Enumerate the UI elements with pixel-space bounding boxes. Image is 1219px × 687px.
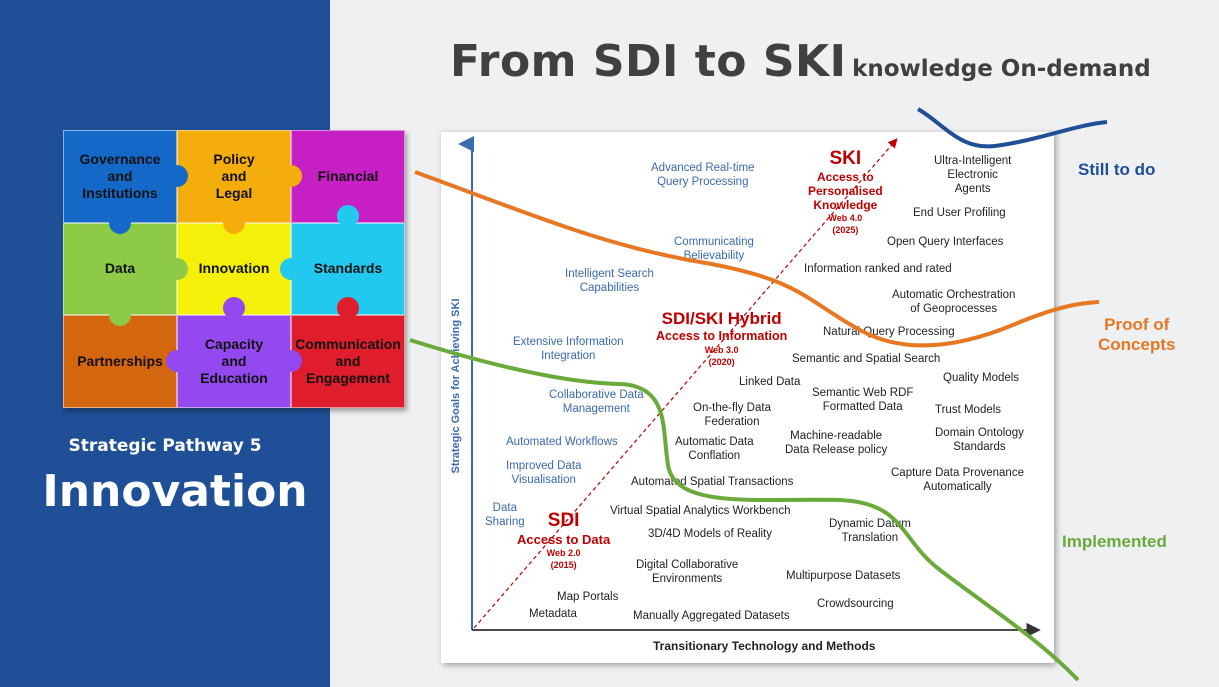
puzzle-knob	[109, 212, 131, 234]
status-implemented: Implemented	[1062, 532, 1167, 551]
diagram-axes	[458, 136, 1041, 638]
tech-label: Metadata	[529, 608, 577, 620]
goal-label: Data Sharing	[485, 502, 525, 528]
goal-label: Collaborative Data Management	[549, 389, 644, 415]
pathway-name: Innovation	[42, 466, 308, 517]
puzzle-knob	[280, 258, 302, 280]
puzzle-knob	[223, 212, 245, 234]
tech-label: Map Portals	[557, 591, 619, 603]
puzzle-piece-policy: Policy and Legal	[177, 130, 291, 223]
tech-label: Automatic Data Conflation	[675, 436, 754, 462]
stage-sdi: SDI Access to Data Web 2.0 (2015)	[517, 510, 611, 570]
tech-label: Semantic Web RDF Formatted Data	[812, 387, 914, 413]
puzzle-piece-communication: Communication and Engagement	[291, 315, 405, 408]
puzzle-piece-partnerships: Partnerships	[63, 315, 177, 408]
puzzle-knob	[166, 350, 188, 372]
tech-label: 3D/4D Models of Reality	[648, 528, 772, 540]
puzzle-piece-financial: Financial	[291, 130, 405, 223]
tech-label: Trust Models	[935, 404, 1002, 416]
tech-label: Automatic Orchestration of Geoprocesses	[892, 289, 1016, 315]
goal-label: Extensive Information Integration	[513, 336, 624, 362]
tech-label: Open Query Interfaces	[887, 236, 1004, 248]
goal-label: Communicating Believability	[674, 236, 754, 262]
puzzle-knob	[166, 258, 188, 280]
tech-label: Machine-readable Data Release policy	[785, 430, 888, 456]
goal-label: Improved Data Visualisation	[506, 460, 582, 486]
tech-label: Multipurpose Datasets	[786, 570, 901, 582]
puzzle-knob	[337, 297, 359, 319]
stage-hybrid: SDI/SKI Hybrid Access to Information Web…	[656, 309, 788, 367]
tech-label: Ultra-Intelligent Electronic Agents	[934, 155, 1012, 195]
goal-label: Intelligent Search Capabilities	[565, 268, 654, 294]
transition-diagram: Strategic Goals for Achieving SKI Transi…	[441, 132, 1054, 663]
status-still-to-do: Still to do	[1078, 160, 1156, 179]
tech-label: Information ranked and rated	[804, 263, 952, 275]
tech-label: Semantic and Spatial Search	[792, 353, 941, 365]
tech-label: Capture Data Provenance Automatically	[891, 467, 1024, 493]
tech-label: End User Profiling	[913, 207, 1006, 219]
tech-label: Digital Collaborative Environments	[636, 559, 739, 585]
puzzle-piece-data: Data	[63, 222, 177, 316]
puzzle-knob	[280, 165, 302, 187]
status-proof-of-concepts: Proof of Concepts	[1098, 315, 1176, 354]
stage-ski: SKI Access to Personalised Knowledge Web…	[808, 148, 883, 235]
curve-implemented	[409, 338, 1080, 682]
curve-proof-of-concepts	[414, 170, 1100, 348]
title-main: From SDI to SKI	[450, 36, 847, 87]
tech-label: Domain Ontology Standards	[935, 427, 1024, 453]
tech-label: On-the-fly Data Federation	[693, 402, 771, 428]
tech-label: Quality Models	[943, 372, 1020, 384]
puzzle-knob	[280, 350, 302, 372]
tech-label: Linked Data	[739, 376, 801, 388]
puzzle-knob	[109, 304, 131, 326]
progress-arrow	[473, 138, 898, 629]
pathway-label: Strategic Pathway 5	[68, 436, 262, 456]
curve-still-to-do	[916, 107, 1108, 149]
page-title: From SDI to SKI knowledge On-demand	[450, 36, 1151, 87]
puzzle-knob	[337, 205, 359, 227]
puzzle-knob	[166, 165, 188, 187]
puzzle-grid: Governance and Institutions Policy and L…	[63, 130, 405, 408]
tech-label: Manually Aggregated Datasets	[633, 610, 790, 622]
x-axis-label: Transitionary Technology and Methods	[653, 639, 876, 653]
tech-label: Crowdsourcing	[817, 598, 894, 610]
puzzle-piece-capacity: Capacity and Education	[177, 315, 291, 408]
goal-label: Advanced Real-time Query Processing	[651, 162, 755, 188]
goal-label: Automated Workflows	[506, 436, 618, 448]
puzzle-knob	[223, 297, 245, 319]
title-sub: knowledge On-demand	[852, 56, 1151, 82]
tech-label: Virtual Spatial Analytics Workbench	[610, 505, 791, 517]
